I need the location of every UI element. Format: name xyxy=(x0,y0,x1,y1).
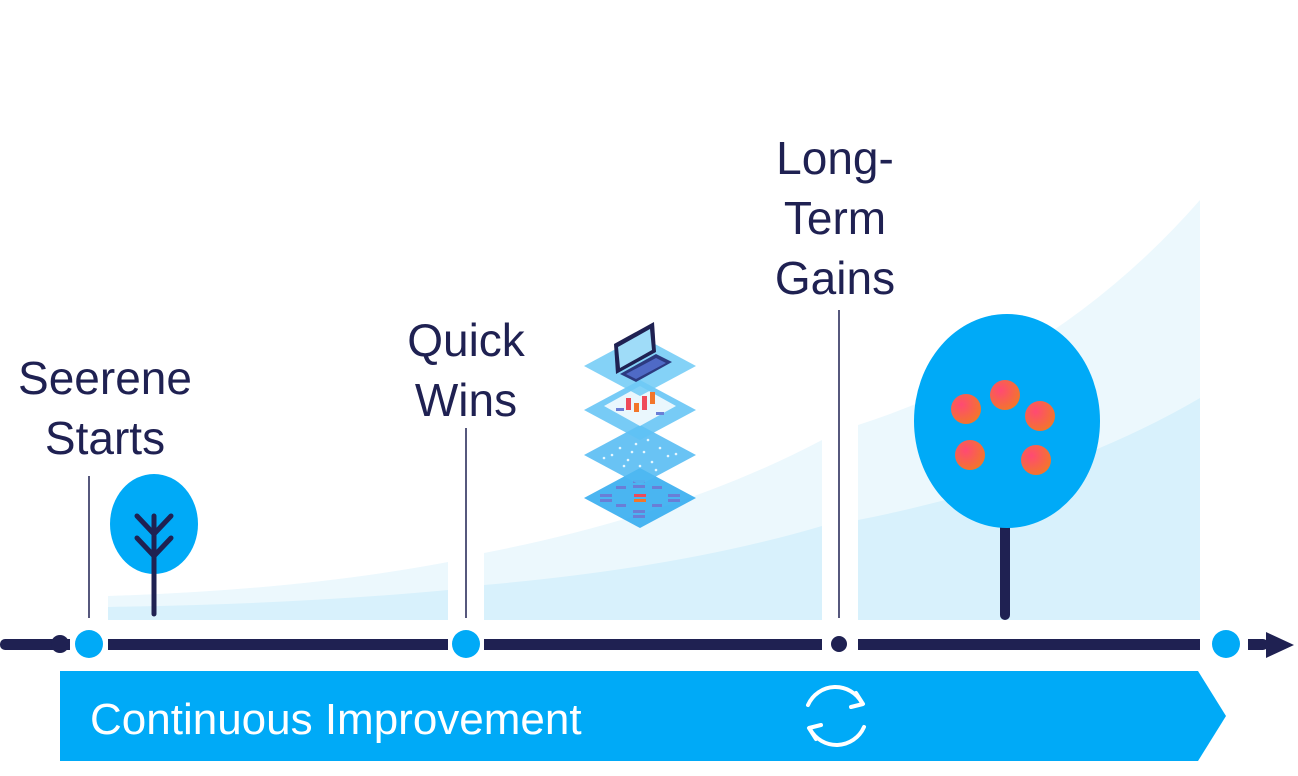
growth-area-2 xyxy=(484,440,822,620)
timeline-dot-start xyxy=(75,630,103,658)
fruit xyxy=(990,380,1020,410)
refresh-cycle-icon xyxy=(806,685,866,747)
timeline-dot-quick xyxy=(452,630,480,658)
milestone-label-line: Wins xyxy=(414,374,518,426)
timeline-dot-long xyxy=(831,636,847,652)
fruit xyxy=(1021,445,1051,475)
timeline-axis xyxy=(0,630,1294,660)
milestone-label-line: Long- xyxy=(776,132,894,184)
fruit-tree-icon xyxy=(914,314,1100,620)
milestone-label-line: Gains xyxy=(774,252,896,304)
milestone-label-line: Quick xyxy=(407,314,525,366)
arrow-head-icon xyxy=(1266,632,1294,658)
milestone-label-long-term-gains: Long- Term Gains xyxy=(745,128,925,308)
milestone-label-line: Term xyxy=(783,192,887,244)
milestone-label-line: Starts xyxy=(44,412,166,464)
fruit xyxy=(1025,401,1055,431)
milestone-label-seerene-starts: Seerene Starts xyxy=(0,348,210,468)
banner-label: Continuous Improvement xyxy=(90,695,582,744)
milestone-label-quick-wins: Quick Wins xyxy=(380,310,552,430)
sapling-tree-icon xyxy=(110,474,198,617)
timeline-dot-end xyxy=(1212,630,1240,658)
continuous-improvement-banner xyxy=(60,671,1226,761)
milestone-label-line: Seerene xyxy=(18,352,192,404)
layered-platform-icon xyxy=(584,322,696,528)
timeline-dot-origin xyxy=(51,635,69,653)
fruit xyxy=(951,394,981,424)
fruit xyxy=(955,440,985,470)
growth-area-1 xyxy=(108,562,448,620)
